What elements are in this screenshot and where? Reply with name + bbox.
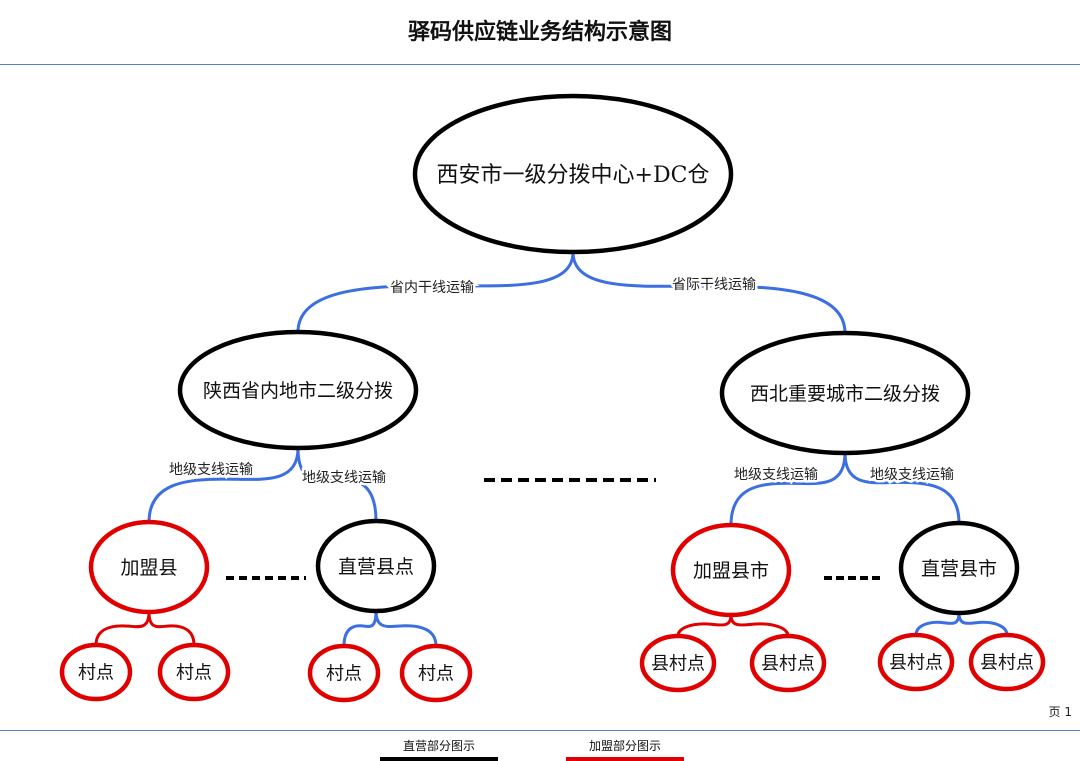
legend-direct-label: 直营部分图示 (402, 739, 475, 753)
node-a1: 加盟县 (88, 519, 210, 615)
node-shape-b2 (898, 520, 1020, 616)
edge-label-e5: 地级支线运输 (734, 467, 818, 483)
header-divider (0, 64, 1080, 65)
node-label-d3: 县村点 (889, 652, 943, 673)
node-shape-l2a (177, 329, 419, 451)
node-b2: 直营县市 (898, 520, 1020, 616)
node-shape-d3 (877, 632, 955, 692)
node-shape-hub (412, 93, 734, 255)
node-shape-a1 (88, 519, 210, 615)
node-a2: 直营县点 (315, 518, 437, 614)
edge-e5 (729, 452, 847, 526)
node-c4: 村点 (399, 643, 473, 703)
edge-label-e4: 地级支线运输 (302, 470, 386, 486)
node-shape-d2 (749, 633, 827, 693)
edge-e6 (843, 452, 961, 524)
node-shape-d4 (968, 632, 1046, 692)
node-c1: 村点 (59, 642, 133, 702)
legend-franchise: 加盟部分图示 (566, 737, 684, 761)
node-label-a1: 加盟县 (120, 557, 177, 579)
page-number: 页 1 (1048, 705, 1072, 719)
edge-label-e6: 地级支线运输 (870, 467, 954, 483)
edges-layer: 省内干线运输省际干线运输地级支线运输地级支线运输地级支线运输地级支线运输 (94, 251, 1009, 647)
edge-e10 (374, 610, 438, 647)
node-l2a: 陕西省内地市二级分拨 (177, 329, 419, 451)
legend-direct: 直营部分图示 (380, 737, 498, 761)
edge-e12 (729, 614, 790, 637)
edge-e9 (342, 610, 378, 647)
edge-e3 (147, 447, 300, 523)
edge-label-e1: 省内干线运输 (390, 280, 474, 296)
node-label-b2: 直营县市 (921, 558, 997, 580)
edge-label-e3: 地级支线运输 (169, 462, 253, 478)
node-d3: 县村点 (877, 632, 955, 692)
node-label-d2: 县村点 (761, 653, 815, 674)
node-label-d4: 县村点 (980, 652, 1034, 673)
node-label-c1: 村点 (78, 662, 114, 683)
node-shape-d1 (639, 633, 717, 693)
page-title: 驿码供应链业务结构示意图 (407, 20, 672, 45)
node-shape-c4 (399, 643, 473, 703)
node-label-l2b: 西北重要城市二级分拨 (750, 383, 940, 405)
edge-e14 (957, 612, 1009, 636)
node-label-c4: 村点 (418, 663, 454, 684)
edge-e4 (296, 447, 378, 522)
edge-e2 (571, 251, 847, 334)
node-label-hub: 西安市一级分拨中心+DC仓 (437, 163, 710, 188)
node-label-l2a: 陕西省内地市二级分拨 (203, 380, 393, 402)
legend-direct-swatch (380, 757, 498, 761)
node-shape-c3 (307, 643, 381, 703)
legend-franchise-swatch (566, 757, 684, 761)
edge-label-e2: 省际干线运输 (672, 277, 756, 293)
node-d2: 县村点 (749, 633, 827, 693)
node-l2b: 西北重要城市二级分拨 (719, 330, 971, 456)
legend-franchise-label: 加盟部分图示 (588, 739, 661, 753)
node-shape-c2 (157, 642, 231, 702)
edge-e13 (914, 612, 961, 636)
node-label-b1: 加盟县市 (693, 560, 769, 582)
node-label-c2: 村点 (176, 662, 212, 683)
node-d4: 县村点 (968, 632, 1046, 692)
node-c2: 村点 (157, 642, 231, 702)
node-label-c3: 村点 (326, 663, 362, 684)
ellipsis-layer (226, 478, 882, 580)
node-shape-b1 (670, 522, 792, 618)
edge-e11 (676, 614, 733, 637)
footer-divider (0, 730, 1080, 731)
edge-e7 (94, 611, 151, 646)
edge-e1 (296, 251, 575, 333)
node-shape-c1 (59, 642, 133, 702)
node-shape-a2 (315, 518, 437, 614)
node-c3: 村点 (307, 643, 381, 703)
node-label-d1: 县村点 (651, 653, 705, 674)
node-shape-l2b (719, 330, 971, 456)
node-b1: 加盟县市 (670, 522, 792, 618)
node-label-a2: 直营县点 (338, 556, 414, 578)
edge-e8 (147, 611, 196, 646)
node-hub: 西安市一级分拨中心+DC仓 (412, 93, 734, 255)
node-d1: 县村点 (639, 633, 717, 693)
supply-chain-diagram: 省内干线运输省际干线运输地级支线运输地级支线运输地级支线运输地级支线运输 西安市… (59, 93, 1046, 703)
